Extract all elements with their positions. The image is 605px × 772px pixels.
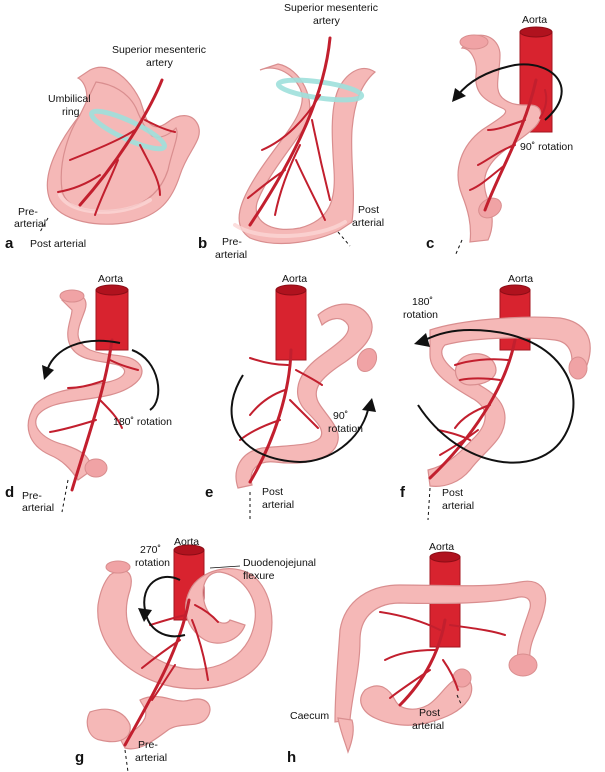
rotation-arrow-c bbox=[457, 63, 563, 121]
intestine-loop-b bbox=[233, 63, 376, 245]
rotation-arrow-d bbox=[47, 339, 160, 411]
panel-letter-g: g bbox=[75, 749, 84, 766]
intestine-f bbox=[427, 316, 591, 487]
sma-branches-c bbox=[469, 78, 548, 212]
post-label-e-2: arterial bbox=[262, 499, 294, 511]
panel-letter-c: c bbox=[426, 235, 434, 252]
sma-branches-a bbox=[57, 78, 176, 216]
aorta-d bbox=[95, 284, 129, 351]
umbilical-ring bbox=[89, 108, 167, 152]
sma-label-a-1: Superior mesenteric bbox=[112, 44, 206, 56]
ring-label-a-1: Umbilical bbox=[48, 93, 91, 105]
rotation-arrowhead-f bbox=[414, 333, 430, 347]
intestine-g bbox=[86, 560, 273, 750]
panel-g: Aorta 270˚ rotation Duodenojejunal flexu… bbox=[75, 536, 316, 772]
rotation-arrowhead-d bbox=[42, 365, 54, 380]
sma-label-b-1: Superior mesenteric bbox=[284, 2, 378, 14]
aorta-e bbox=[275, 284, 307, 361]
panel-letter-h: h bbox=[287, 749, 296, 766]
post-label-a: Post arterial bbox=[30, 238, 86, 250]
panel-h: Aorta Caecum Post arterial h bbox=[287, 541, 547, 766]
pre-label-b-1: Pre- bbox=[222, 236, 242, 248]
panel-letter-d: d bbox=[5, 484, 14, 501]
panel-d: Aorta 180˚ rotation Pre- arterial d bbox=[5, 273, 172, 514]
rotation-label-g-2: rotation bbox=[135, 557, 170, 569]
rotation-arrow-e bbox=[230, 374, 369, 464]
rotation-label-e-2: rotation bbox=[328, 423, 363, 435]
sma-label-a-2: artery bbox=[146, 57, 174, 69]
rotation-arrowhead-c bbox=[452, 88, 466, 102]
flexure-label-g-1: Duodenojejunal bbox=[243, 557, 316, 569]
post-label-h-1: Post bbox=[419, 707, 440, 719]
post-label-f-1: Post bbox=[442, 487, 463, 499]
rotation-label-c: 90˚ rotation bbox=[520, 141, 573, 153]
panel-e: Aorta 90˚ rotation Post arterial e bbox=[205, 273, 378, 520]
rotation-label-f-2: rotation bbox=[403, 309, 438, 321]
sma-branches-h bbox=[379, 611, 506, 707]
panel-b: Superior mesenteric artery Pre- arterial… bbox=[198, 2, 384, 261]
intestine-loop-a bbox=[46, 66, 200, 225]
pre-label-d-1: Pre- bbox=[22, 490, 42, 502]
rotation-label-d: 180˚ rotation bbox=[113, 416, 172, 428]
marker-f bbox=[427, 487, 431, 521]
intestine-h bbox=[334, 580, 547, 754]
intestine-d bbox=[27, 289, 143, 481]
sma-label-b-2: artery bbox=[313, 15, 341, 27]
sma-branches-d bbox=[49, 338, 139, 492]
intestine-e bbox=[235, 303, 378, 489]
post-label-f-2: arterial bbox=[442, 500, 474, 512]
pre-label-a-1: Pre- bbox=[18, 206, 38, 218]
panel-letter-b: b bbox=[198, 235, 207, 252]
panel-letter-a: a bbox=[5, 235, 14, 252]
pre-arterial-marker-a bbox=[39, 217, 49, 233]
rotation-arrowhead-e bbox=[362, 398, 376, 412]
rotation-arrowhead-g bbox=[138, 608, 152, 622]
rotation-label-f-1: 180˚ bbox=[412, 296, 433, 308]
flexure-leader bbox=[209, 565, 241, 569]
panel-letter-f: f bbox=[400, 484, 406, 501]
panel-c: Aorta 90˚ rotation c bbox=[426, 14, 573, 257]
sma-branches-g bbox=[123, 598, 219, 747]
pre-label-a-2: arterial bbox=[14, 218, 46, 230]
pre-label-d-2: arterial bbox=[22, 502, 54, 514]
aorta-label-d: Aorta bbox=[98, 273, 123, 285]
marker-g bbox=[124, 749, 129, 772]
pre-label-b-2: arterial bbox=[215, 249, 247, 261]
rotation-label-g-1: 270˚ bbox=[140, 544, 161, 556]
marker-c bbox=[454, 239, 463, 257]
aorta-label-f: Aorta bbox=[508, 273, 533, 285]
rotation-arrow-f bbox=[417, 328, 575, 464]
flexure-label-g-2: flexure bbox=[243, 570, 275, 582]
post-label-h-2: arterial bbox=[412, 720, 444, 732]
sma-branches-b bbox=[247, 36, 332, 227]
post-arterial-marker-b bbox=[337, 231, 351, 247]
panel-f: Aorta 180˚ rotation Post arterial f bbox=[400, 273, 591, 521]
post-label-e-1: Post bbox=[262, 486, 283, 498]
marker-d bbox=[61, 479, 69, 513]
marker-h bbox=[456, 694, 463, 707]
aorta-label-c: Aorta bbox=[522, 14, 547, 26]
caecum-label-h: Caecum bbox=[290, 710, 329, 722]
sma-branches-e bbox=[239, 348, 323, 484]
aorta-label-g: Aorta bbox=[174, 536, 199, 548]
pre-label-g-2: arterial bbox=[135, 752, 167, 764]
aorta-label-e: Aorta bbox=[282, 273, 307, 285]
ring-label-a-2: ring bbox=[62, 106, 80, 118]
aorta-label-h: Aorta bbox=[429, 541, 454, 553]
rotation-label-e-1: 90˚ bbox=[333, 410, 348, 422]
post-label-b-1: Post bbox=[358, 204, 379, 216]
intestine-c bbox=[457, 34, 542, 243]
post-label-b-2: arterial bbox=[352, 217, 384, 229]
pre-label-g-1: Pre- bbox=[138, 739, 158, 751]
panel-a: Superior mesenteric artery Umbilical rin… bbox=[5, 44, 206, 252]
panel-letter-e: e bbox=[205, 484, 213, 501]
